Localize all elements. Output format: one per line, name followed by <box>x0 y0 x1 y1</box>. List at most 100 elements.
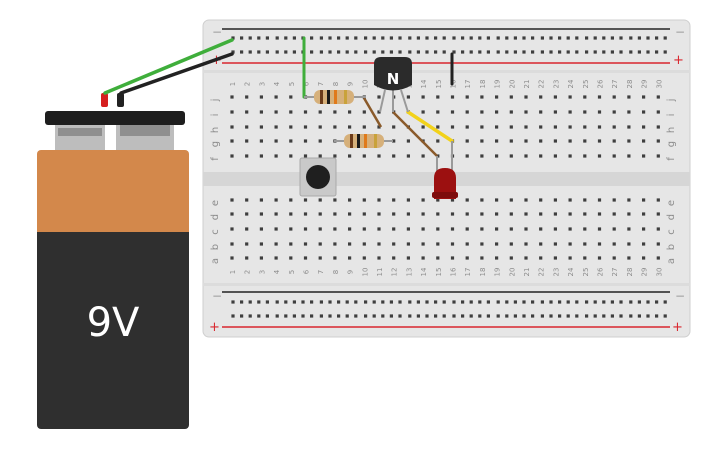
terminal-hole <box>480 227 484 231</box>
rail-hole <box>505 50 509 54</box>
terminal-hole <box>333 256 337 260</box>
row-label-left: h <box>210 127 221 133</box>
rail-hole <box>505 300 509 304</box>
terminal-hole <box>230 139 234 143</box>
rail-hole <box>328 50 332 54</box>
terminal-hole <box>642 198 646 202</box>
rail-hole <box>301 314 305 318</box>
rail-hole <box>364 36 368 40</box>
terminal-hole <box>480 256 484 260</box>
rail-hole <box>292 36 296 40</box>
rail-hole <box>531 314 535 318</box>
row-label-right: b <box>666 244 677 250</box>
terminal-hole <box>495 125 499 129</box>
terminal-hole <box>583 139 587 143</box>
terminal-hole <box>318 154 322 158</box>
rail-hole <box>505 36 509 40</box>
rail-hole <box>345 300 349 304</box>
terminal-hole <box>377 212 381 216</box>
terminal-hole <box>524 154 528 158</box>
terminal-hole <box>245 242 249 246</box>
terminal-hole <box>642 125 646 129</box>
rail-hole <box>505 314 509 318</box>
terminal-hole <box>568 125 572 129</box>
row-label-right: h <box>666 127 677 133</box>
rail-hole <box>319 314 323 318</box>
terminal-hole <box>642 139 646 143</box>
terminal-hole <box>656 227 660 231</box>
terminal-hole <box>274 256 278 260</box>
column-number-bottom: 20 <box>508 268 516 277</box>
terminal-hole <box>642 242 646 246</box>
terminal-hole <box>627 154 631 158</box>
rail-hole <box>585 36 589 40</box>
rail-hole <box>486 50 490 54</box>
rail-hole <box>408 314 412 318</box>
terminal-hole <box>450 242 455 246</box>
rail-hole <box>310 36 314 40</box>
terminal-hole <box>465 139 469 143</box>
rail-hole <box>469 36 473 40</box>
rail-hole <box>231 36 235 40</box>
rail-hole <box>540 50 544 54</box>
terminal-hole <box>406 95 410 99</box>
terminal-hole <box>362 212 366 216</box>
terminal-hole <box>568 227 572 231</box>
terminal-hole <box>539 256 543 260</box>
battery-snap-cap <box>45 111 185 125</box>
battery-9v: 9V <box>37 93 189 429</box>
terminal-hole <box>597 139 602 143</box>
rail-hole <box>434 50 438 54</box>
rail-hole <box>610 50 614 54</box>
row-label-right: i <box>666 114 677 117</box>
terminal-hole <box>274 139 278 143</box>
row-label-left: e <box>210 200 221 206</box>
terminal-hole <box>377 154 381 158</box>
terminal-hole <box>245 212 249 216</box>
rail-hole <box>248 36 252 40</box>
terminal-hole <box>377 95 381 99</box>
column-number-bottom: 26 <box>597 267 605 276</box>
rail-hole <box>585 300 589 304</box>
column-number-bottom: 21 <box>523 268 531 277</box>
rail-hole <box>549 300 553 304</box>
terminal-hole <box>333 198 337 202</box>
battery-terminal-left-ring <box>58 128 102 136</box>
terminal-hole <box>583 227 587 231</box>
column-number-top: 5 <box>288 82 296 86</box>
terminal-hole <box>392 125 396 129</box>
terminal-hole <box>362 242 366 246</box>
terminal-hole <box>627 198 631 202</box>
terminal-hole <box>421 125 425 129</box>
rail-hole <box>354 300 358 304</box>
terminal-hole <box>406 256 410 260</box>
battery-bottom-section <box>37 232 189 429</box>
rail-hole <box>513 50 517 54</box>
rail-hole <box>398 50 402 54</box>
terminal-hole <box>274 242 278 246</box>
terminal-hole <box>656 198 660 202</box>
terminal-hole <box>377 242 381 246</box>
rail-hole <box>416 300 420 304</box>
terminal-hole <box>495 110 499 114</box>
row-label-right: a <box>666 258 677 264</box>
rail-hole <box>575 50 579 54</box>
rail-hole <box>328 314 332 318</box>
rail-hole <box>398 300 402 304</box>
terminal-hole <box>583 110 587 114</box>
rail-hole <box>240 50 244 54</box>
terminal-hole <box>539 227 543 231</box>
column-number-top: 29 <box>641 80 649 89</box>
terminal-hole <box>450 110 455 114</box>
terminal-hole <box>230 154 234 158</box>
terminal-hole <box>333 110 337 114</box>
rail-divider-top <box>203 70 690 73</box>
row-label-left: a <box>210 258 221 264</box>
terminal-hole <box>406 154 410 158</box>
row-label-right: g <box>666 141 677 147</box>
terminal-hole <box>303 227 308 231</box>
terminal-hole <box>597 242 602 246</box>
rail-hole <box>469 300 473 304</box>
rail-hole <box>364 314 368 318</box>
rail-hole <box>522 314 526 318</box>
